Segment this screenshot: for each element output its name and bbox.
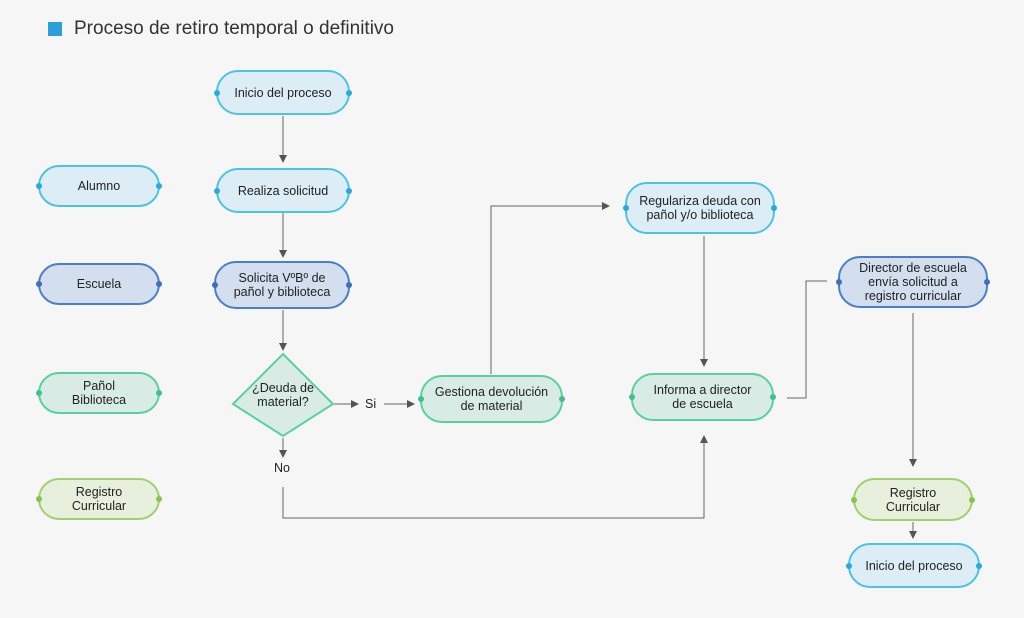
edge-return-settle (490, 202, 610, 374)
connector-dot (156, 496, 162, 502)
legend-label: Alumno (77, 179, 121, 193)
connector-dot (984, 279, 990, 285)
legend-alumno: Alumno (36, 165, 162, 207)
connector-dot (214, 89, 220, 96)
node-registry: Registro Curricular (851, 478, 975, 521)
connector-dot (346, 187, 352, 194)
connector-dot (36, 183, 42, 189)
edge-label-no: No (274, 461, 290, 475)
connector-dot (976, 562, 982, 569)
node-start: Inicio del proceso (214, 70, 352, 115)
edge-label-yes: Si (365, 397, 377, 411)
node-label: Registro Curricular (885, 485, 941, 514)
node-return-material: Gestiona devolución de material (418, 375, 565, 423)
node-label: Inicio del proceso (865, 558, 963, 573)
legend-label: Pañol Biblioteca (71, 379, 127, 407)
node-label: Solicita VºBº de pañol y biblioteca (233, 271, 331, 299)
node-request: Realiza solicitud (214, 168, 352, 213)
legend-label: Registro Curricular (71, 485, 127, 513)
legend-panol-biblioteca: Pañol Biblioteca (36, 372, 162, 414)
node-label: Director de escuela envía solicitud a re… (859, 261, 967, 303)
decision-diamond (231, 352, 335, 438)
decision-label: ¿Deuda de material? (252, 381, 314, 409)
connector-dot (770, 394, 776, 400)
connector-dot (836, 279, 842, 285)
connector-dot (346, 282, 352, 288)
connector-dot (36, 496, 42, 502)
legend-label: Escuela (76, 277, 122, 291)
connector-dot (346, 89, 352, 96)
node-director-sends: Director de escuela envía solicitud a re… (836, 256, 990, 308)
connector-dot (623, 205, 629, 211)
node-label: Realiza solicitud (237, 183, 329, 198)
connector-dot (36, 281, 42, 287)
connector-dot (851, 496, 857, 503)
connector-dot (156, 281, 162, 287)
node-label: Informa a director de escuela (653, 383, 752, 411)
connector-dot (846, 562, 852, 569)
legend-registro-curricular: Registro Curricular (36, 478, 162, 520)
connector-dot (156, 183, 162, 189)
edge-no-inform (282, 435, 708, 519)
connector-dot (559, 396, 565, 402)
diagram-title: Proceso de retiro temporal o definitivo (74, 18, 394, 39)
title-square-icon (48, 22, 62, 36)
connector-dot (418, 396, 424, 402)
node-end: Inicio del proceso (846, 543, 982, 588)
node-label: Inicio del proceso (234, 85, 332, 100)
connector-dot (212, 282, 218, 288)
connector-dot (214, 187, 220, 194)
node-inform-director: Informa a director de escuela (629, 373, 776, 421)
node-approval: Solicita VºBº de pañol y biblioteca (212, 261, 352, 309)
connector-dot (629, 394, 635, 400)
connector-dot (969, 496, 975, 503)
connector-dot (156, 390, 162, 396)
connector-dot (36, 390, 42, 396)
connector-dot (771, 205, 777, 211)
title-block: Proceso de retiro temporal o definitivo (48, 18, 394, 40)
node-settle-debt: Regulariza deuda con pañol y/o bibliotec… (623, 182, 777, 234)
legend-escuela: Escuela (36, 263, 162, 305)
node-label: Regulariza deuda con pañol y/o bibliotec… (639, 194, 761, 222)
edge-inform-director (787, 280, 827, 399)
node-label: Gestiona devolución de material (434, 385, 549, 413)
